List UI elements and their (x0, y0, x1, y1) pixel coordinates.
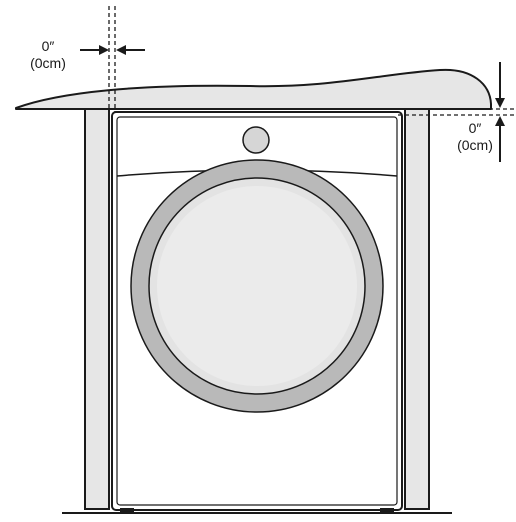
right-cabinet-side (404, 108, 430, 510)
control-knob (242, 126, 270, 154)
side-clearance-label: 0″ (0cm) (18, 38, 78, 72)
washer-front-panel (116, 116, 398, 506)
side-clearance-cm: (0cm) (30, 55, 66, 71)
left-cabinet-side (84, 108, 110, 510)
door-glass-inner (157, 186, 357, 386)
side-clearance-arrows (80, 45, 145, 55)
side-clearance-guides (108, 6, 116, 112)
top-clearance-arrows (495, 62, 505, 162)
front-load-washer (111, 111, 403, 513)
countertop (15, 68, 492, 110)
top-clearance-inches: 0″ (468, 120, 482, 136)
washer-foot-right (380, 508, 394, 513)
top-clearance-guides (398, 108, 514, 116)
washer-foot-left (120, 508, 134, 513)
top-clearance-cm: (0cm) (457, 137, 493, 153)
top-clearance-label: 0″ (0cm) (442, 120, 508, 154)
side-clearance-inches: 0″ (41, 38, 55, 54)
